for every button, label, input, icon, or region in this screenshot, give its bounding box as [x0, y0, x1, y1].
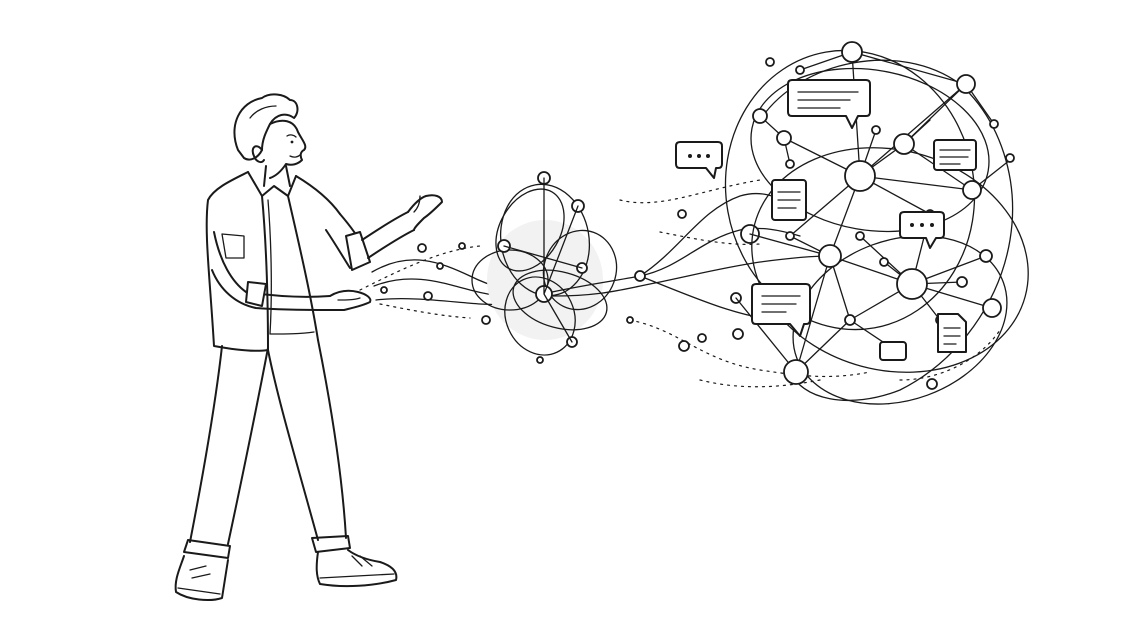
- document-icon: [879, 341, 907, 361]
- typing-bubble-icon: [675, 141, 723, 179]
- person-figure: [174, 93, 443, 601]
- network-graph: [724, 41, 1029, 405]
- speech-bubble-icon: [787, 79, 871, 129]
- knot-cluster: [471, 171, 618, 364]
- document-icon: [771, 179, 807, 221]
- speech-bubble-icon: [933, 139, 977, 171]
- typing-bubble-icon: [899, 211, 945, 249]
- flow-strands-left: [359, 242, 541, 325]
- document-icon: [937, 313, 967, 353]
- speech-bubble-icon: [751, 283, 811, 337]
